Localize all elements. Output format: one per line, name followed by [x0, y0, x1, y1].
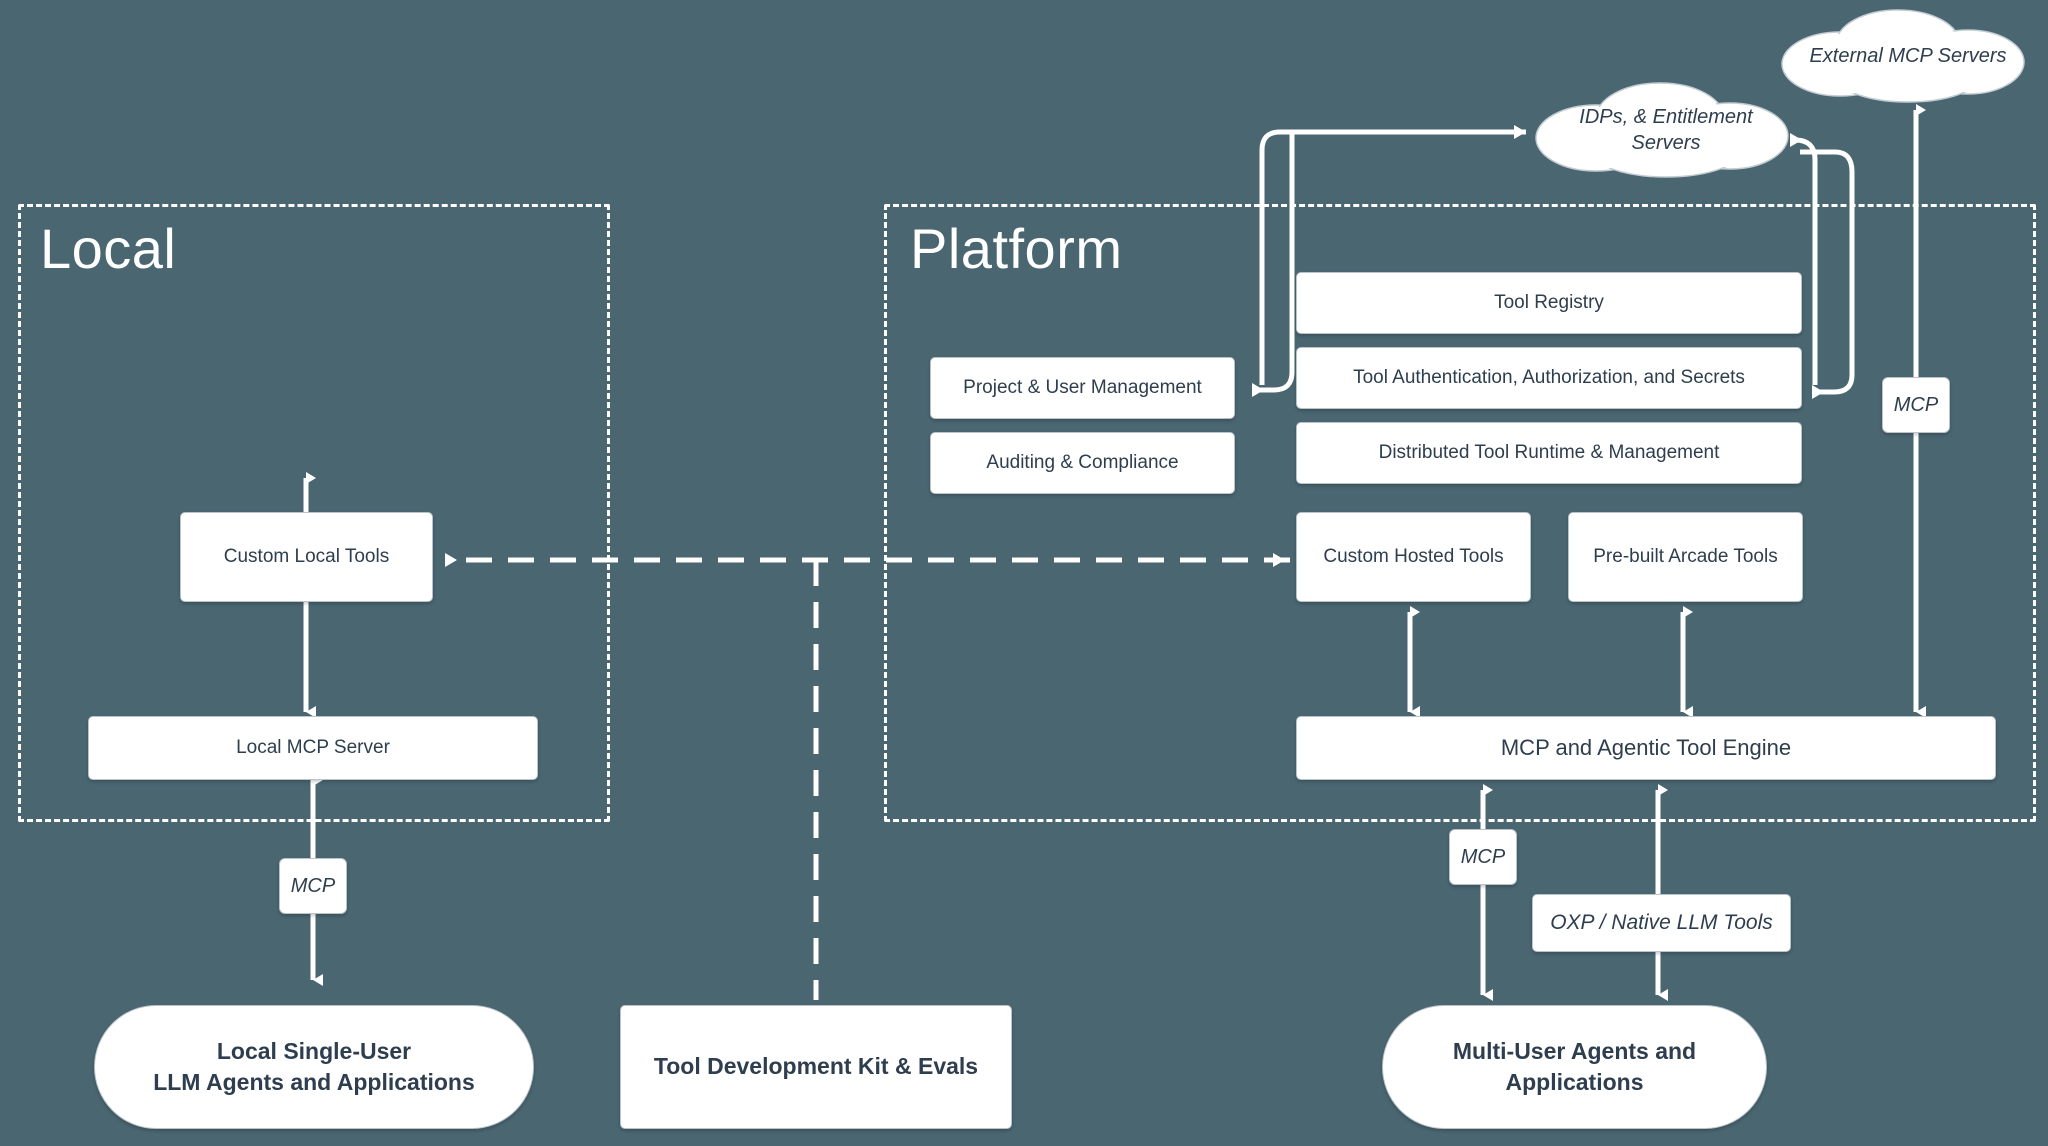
node-custom-hosted-tools[interactable]: Custom Hosted Tools [1296, 512, 1531, 602]
node-mcp-agentic-tool-engine[interactable]: MCP and Agentic Tool Engine [1296, 716, 1996, 780]
node-tool-registry[interactable]: Tool Registry [1296, 272, 1802, 334]
zone-local [18, 204, 610, 822]
node-project-user-management[interactable]: Project & User Management [930, 357, 1235, 419]
cloud-external-mcp-servers-label: External MCP Servers [1809, 45, 2007, 67]
node-oxp-native-llm-tools[interactable]: OXP / Native LLM Tools [1532, 894, 1791, 952]
node-auditing-compliance[interactable]: Auditing & Compliance [930, 432, 1235, 494]
zone-platform [884, 204, 2036, 822]
node-multi-user-agents-line2: Applications [1505, 1069, 1644, 1095]
node-multi-user-agents-line1: Multi-User Agents and [1452, 1037, 1697, 1064]
zone-platform-title: Platform [910, 217, 1123, 280]
node-custom-local-tools[interactable]: Custom Local Tools [180, 512, 433, 602]
cloud-idps-entitlement-servers: IDPs, & Entitlement Servers [1532, 78, 1800, 182]
node-local-mcp-server[interactable]: Local MCP Server [88, 716, 538, 780]
node-tool-authentication[interactable]: Tool Authentication, Authorization, and … [1296, 347, 1802, 409]
chip-mcp-external: MCP [1882, 377, 1950, 433]
node-multi-user-agents[interactable]: Multi-User Agents and Applications [1382, 1005, 1767, 1129]
node-tool-development-kit[interactable]: Tool Development Kit & Evals [620, 1005, 1012, 1129]
node-local-agents[interactable]: Local Single-User LLM Agents and Applica… [94, 1005, 534, 1129]
chip-mcp-local: MCP [279, 858, 347, 914]
node-distributed-tool-runtime[interactable]: Distributed Tool Runtime & Management [1296, 422, 1802, 484]
cloud-external-mcp-servers: External MCP Servers [1778, 6, 2038, 106]
cloud-idps-entitlement-servers-label: IDPs, & Entitlement Servers [1579, 106, 1753, 154]
node-local-agents-line2: LLM Agents and Applications [153, 1069, 475, 1095]
node-prebuilt-arcade-tools[interactable]: Pre-built Arcade Tools [1568, 512, 1803, 602]
node-local-agents-line1: Local Single-User [216, 1037, 412, 1064]
chip-mcp-agents: MCP [1449, 829, 1517, 885]
zone-local-title: Local [40, 217, 177, 280]
